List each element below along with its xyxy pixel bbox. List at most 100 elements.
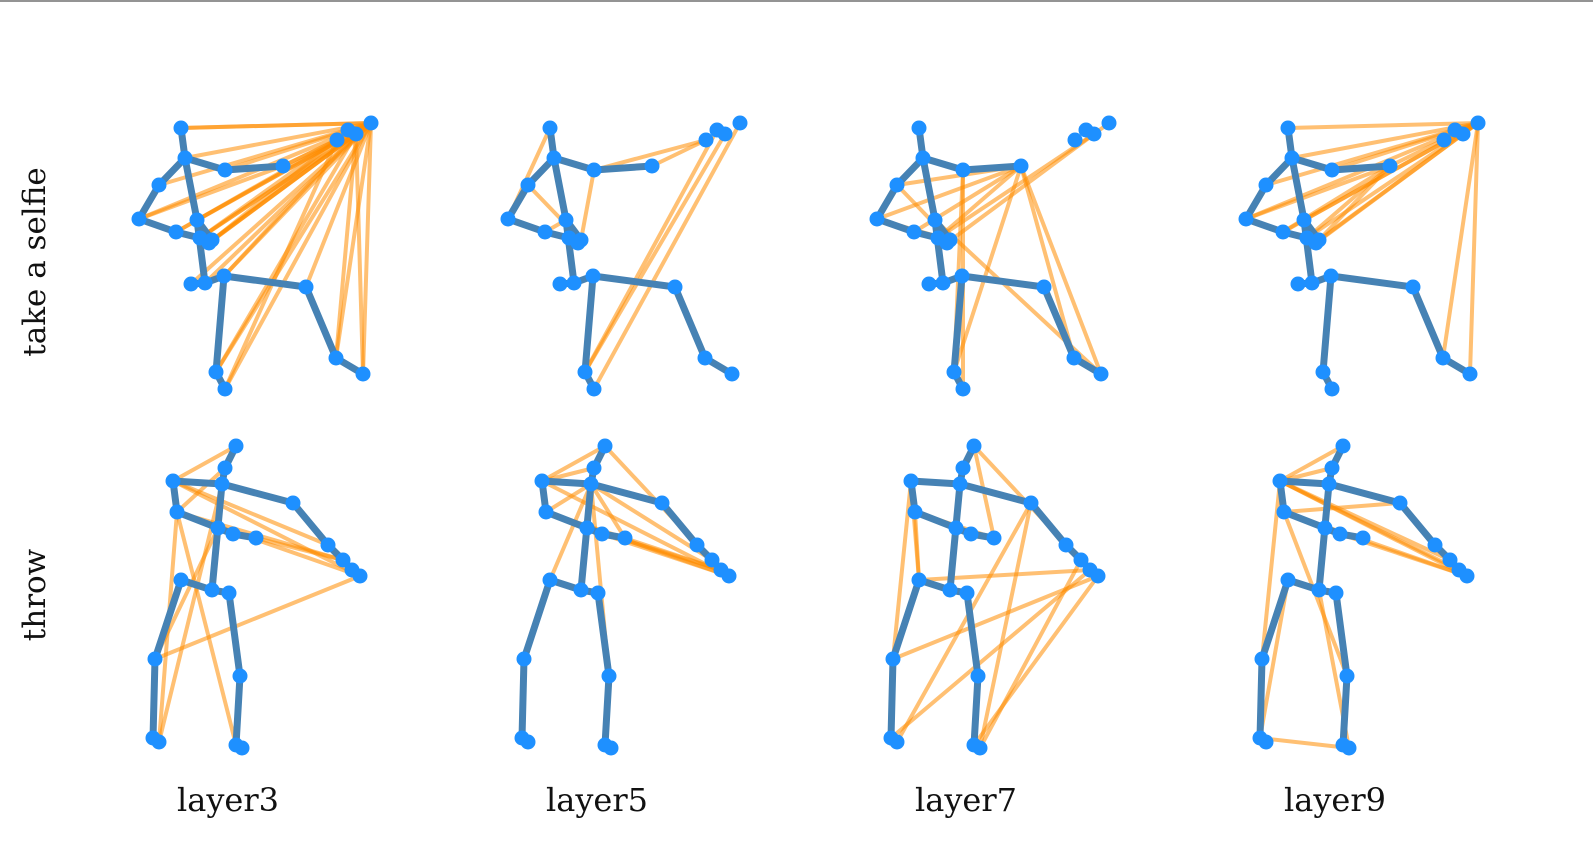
attention-edges: [875, 121, 1111, 391]
joint-marker: [204, 232, 220, 248]
joint-marker: [566, 275, 582, 291]
attention-edge: [978, 558, 1083, 750]
attention-edge: [589, 482, 627, 540]
joint-marker: [601, 668, 617, 684]
joint-marker: [986, 530, 1002, 546]
joint-marker: [597, 438, 613, 454]
joint-marker: [577, 364, 593, 380]
attention-edge: [179, 121, 373, 130]
joint-marker: [1405, 279, 1421, 295]
joint-marker: [959, 585, 975, 601]
attention-edge: [1290, 121, 1480, 160]
joint-marker: [1382, 158, 1398, 174]
attention-edge: [895, 501, 1033, 744]
joint-marker: [1101, 115, 1117, 131]
skeleton-bone: [950, 272, 966, 376]
attention-edge: [1244, 164, 1392, 221]
joint-marker: [217, 381, 233, 397]
skeleton-bone: [289, 499, 332, 549]
attention-edge: [1317, 164, 1392, 242]
skeleton-bone: [562, 216, 578, 287]
joint-marker: [151, 734, 167, 750]
attention-edge: [579, 168, 596, 242]
skeleton-bone: [931, 216, 947, 287]
joint-marker: [1284, 150, 1300, 166]
joint-marker: [1272, 473, 1288, 489]
attention-edge: [281, 138, 339, 168]
joint-marker: [889, 734, 905, 750]
skeleton-bone: [538, 477, 595, 488]
joint-marker: [520, 177, 536, 193]
panel-throw-layer3: [145, 438, 368, 756]
skeleton-bone: [1396, 499, 1439, 549]
skeleton-bone: [946, 480, 964, 594]
skeleton-bone: [590, 162, 656, 174]
joint-marker: [955, 460, 971, 476]
skeleton-joints: [500, 115, 748, 397]
joint-marker: [1462, 366, 1478, 382]
joint-marker: [1058, 537, 1074, 553]
attention-edge: [153, 574, 362, 661]
attention-edge: [592, 138, 708, 172]
skeleton-bone: [1040, 283, 1078, 362]
joint-marker: [298, 279, 314, 295]
skeleton-bone: [208, 480, 226, 594]
joint-marker: [573, 232, 589, 248]
skeleton-bone: [212, 272, 228, 376]
panel-throw-layer9: [1252, 438, 1475, 756]
attention-edges: [1244, 121, 1480, 376]
attention-edge: [548, 482, 593, 582]
joint-marker: [1090, 568, 1106, 584]
column-label-layer9: layer9: [1284, 781, 1386, 819]
joint-marker: [275, 158, 291, 174]
joint-marker: [1258, 734, 1274, 750]
skeleton-joints: [1252, 438, 1475, 756]
joint-marker: [1459, 568, 1475, 584]
joint-marker: [1427, 537, 1443, 553]
skeleton-bone: [970, 672, 982, 749]
joint-marker: [534, 473, 550, 489]
skeleton-bone: [581, 272, 597, 376]
joint-marker: [1321, 476, 1337, 492]
joint-marker: [697, 350, 713, 366]
joint-marker: [1335, 438, 1351, 454]
skeleton-bone: [302, 283, 340, 362]
joint-marker: [217, 162, 233, 178]
joint-marker: [169, 504, 185, 520]
skeleton-bone: [1258, 576, 1292, 663]
joint-marker: [131, 211, 147, 227]
skeleton-bones: [1256, 442, 1471, 752]
skeleton-bone: [1027, 499, 1070, 549]
skeleton-bones: [887, 442, 1102, 752]
joint-marker: [151, 177, 167, 193]
joint-marker: [948, 520, 964, 536]
joint-marker: [355, 366, 371, 382]
skeleton-bone: [601, 672, 613, 749]
attention-edge: [171, 444, 238, 483]
joint-marker: [1296, 212, 1312, 228]
joint-marker: [921, 276, 937, 292]
skeleton-bone: [671, 283, 709, 362]
joint-marker: [328, 350, 344, 366]
joint-marker: [594, 526, 610, 542]
joint-marker: [1355, 530, 1371, 546]
joint-marker: [724, 366, 740, 382]
joint-marker: [225, 526, 241, 542]
attention-edge: [171, 479, 330, 547]
joint-marker: [907, 504, 923, 520]
attention-edge: [978, 501, 1033, 750]
joint-marker: [869, 211, 885, 227]
joint-marker: [228, 438, 244, 454]
joint-marker: [1311, 232, 1327, 248]
joint-marker: [889, 177, 905, 193]
skeleton-bone: [959, 162, 1025, 174]
joint-marker: [955, 162, 971, 178]
joint-marker: [654, 495, 670, 511]
joint-marker: [197, 275, 213, 291]
joint-marker: [1304, 275, 1320, 291]
joint-marker: [204, 582, 220, 598]
joint-marker: [906, 224, 922, 240]
joint-marker: [1275, 224, 1291, 240]
attention-edge: [183, 121, 373, 160]
